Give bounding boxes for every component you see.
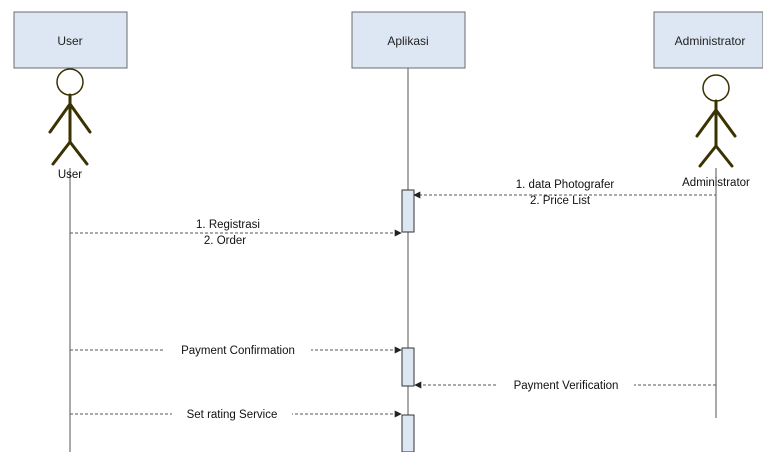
header-box-user xyxy=(13,11,128,69)
activation-box-2 xyxy=(401,347,415,387)
message-label-2a: 1. Registrasi xyxy=(196,219,260,231)
message-registrasi-order: 1. Registrasi 2. Order xyxy=(70,219,402,247)
message-label-5: Set rating Service xyxy=(187,409,278,421)
message-payment-confirmation: Payment Confirmation xyxy=(70,342,402,357)
message-label-4: Payment Verification xyxy=(514,380,619,392)
message-arrow-1 xyxy=(413,191,717,199)
participant-user: User xyxy=(13,11,128,69)
header-user: User xyxy=(57,34,82,48)
message-payment-verification: Payment Verification xyxy=(414,377,716,392)
message-data-photografer: 1. data Photografer 2. Price List xyxy=(413,179,717,207)
label-bg-5 xyxy=(172,406,292,421)
participant-app: Aplikasi xyxy=(351,11,466,69)
header-box-admin xyxy=(653,11,763,69)
activation-box-1 xyxy=(401,189,415,233)
header-box-app xyxy=(351,11,466,69)
actor-user-icon xyxy=(48,68,92,166)
participant-admin: Administrator xyxy=(653,11,763,69)
actor-user-label: User xyxy=(58,169,82,181)
message-label-1b: 2. Price List xyxy=(530,195,591,207)
header-admin: Administrator xyxy=(675,34,746,48)
actor-admin-label: Administrator xyxy=(682,177,750,189)
message-label-1a: 1. data Photografer xyxy=(516,179,615,191)
label-bg-3 xyxy=(165,342,311,357)
message-label-2b: 2. Order xyxy=(204,235,246,247)
activation-box-3 xyxy=(401,414,415,452)
header-app: Aplikasi xyxy=(387,34,428,48)
actor-admin-icon xyxy=(695,74,737,168)
label-bg-4 xyxy=(498,377,634,392)
message-set-rating-service: Set rating Service xyxy=(70,406,402,421)
message-label-3: Payment Confirmation xyxy=(181,345,295,357)
